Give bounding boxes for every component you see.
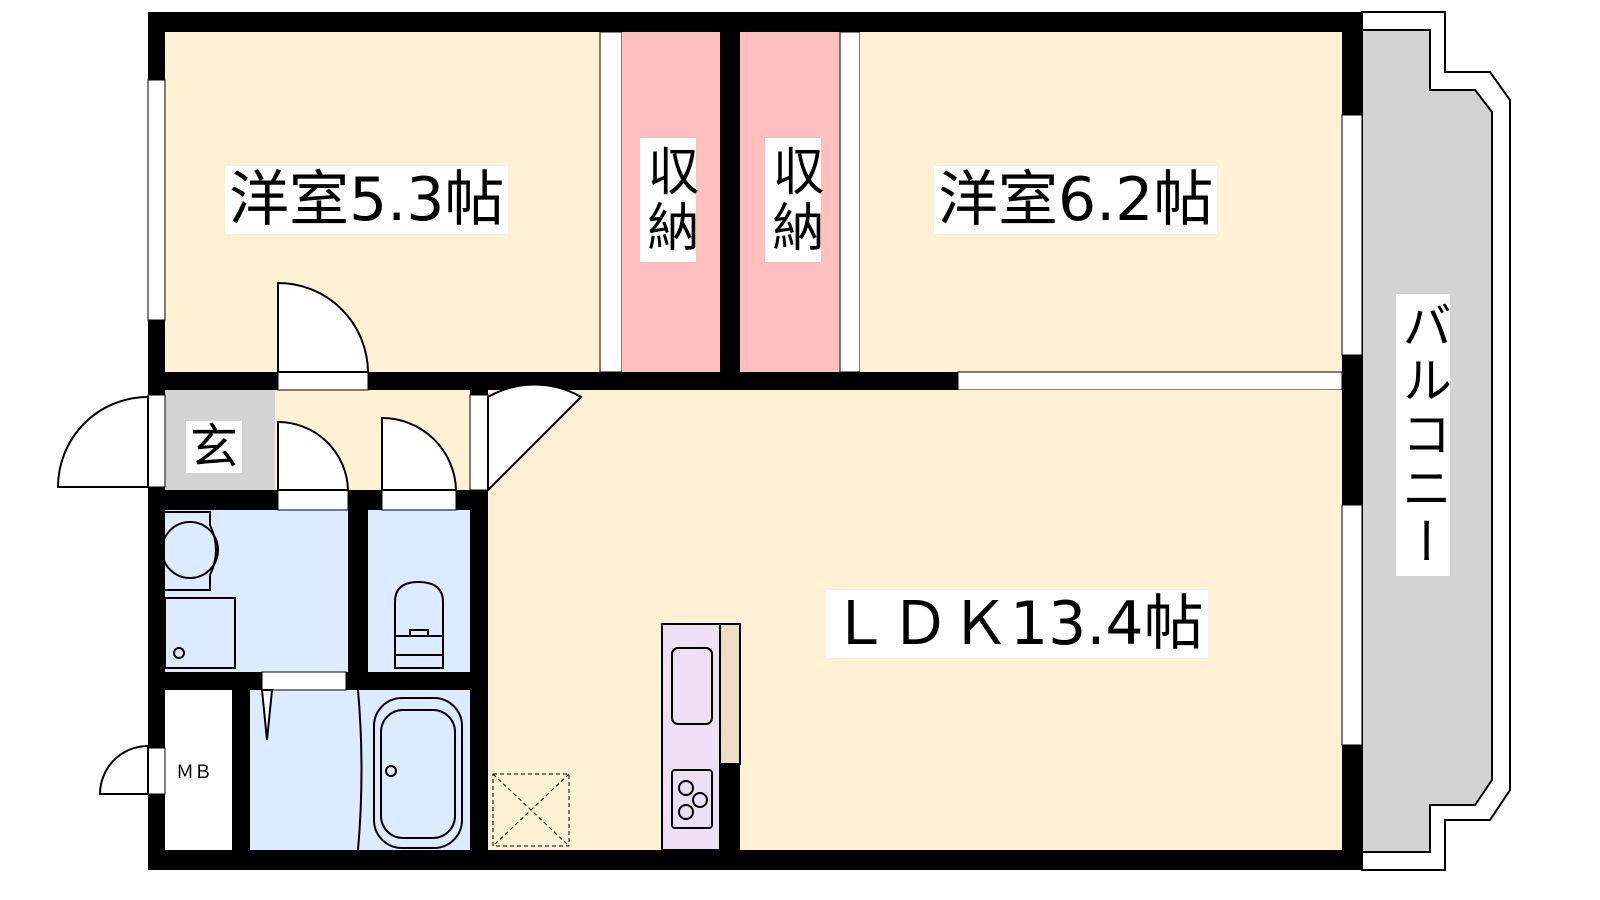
door-swing (98, 744, 149, 795)
room-label-entrance: 玄 (186, 421, 243, 473)
room-label-western-2: 洋室6.2帖 (934, 166, 1218, 234)
room-label-meter-box: ＭＢ (176, 762, 212, 783)
stove-icon (671, 769, 713, 829)
window (1341, 504, 1363, 746)
room-label-western-1: 洋室5.3帖 (225, 166, 509, 234)
door-swing (381, 416, 458, 491)
door-swing (487, 383, 583, 493)
room-label-ldk: ＬＤＫ13.4帖 (826, 590, 1208, 658)
sliding-door[interactable] (957, 371, 1343, 391)
toilet-room (368, 510, 470, 672)
room-label-closet-2: 収納 (763, 138, 823, 262)
refrigerator-space (492, 773, 570, 847)
sink-icon (671, 647, 713, 725)
room-label-closet-1: 収納 (638, 138, 698, 262)
room-label-balcony: バルコニー (1394, 294, 1452, 576)
meter-box (165, 690, 232, 850)
window (1341, 114, 1363, 356)
door-swing (277, 420, 350, 491)
door-swing (56, 395, 149, 488)
door-swing (277, 281, 370, 373)
window (147, 79, 166, 321)
